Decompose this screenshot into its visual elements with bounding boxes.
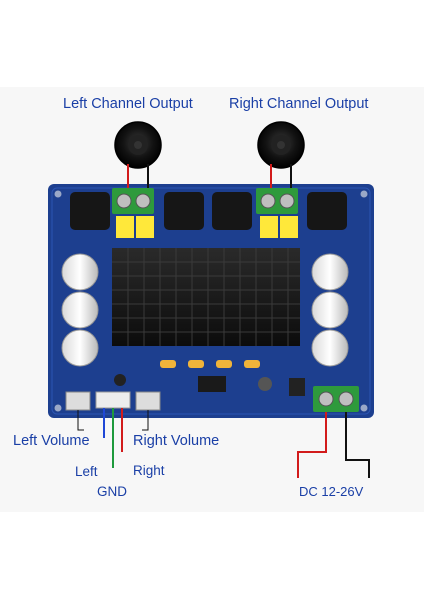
electrolytic-capacitors [61, 253, 349, 367]
input-section [65, 374, 161, 411]
input-wires [77, 408, 149, 468]
left-volume-label: Left Volume [13, 433, 90, 449]
left-channel-output-label: Left Channel Output [63, 96, 193, 112]
right-speaker-icon [257, 121, 305, 169]
inductors [70, 192, 347, 230]
dc-input-label: DC 12-26V [299, 484, 364, 499]
heatsink [112, 248, 300, 346]
dc-wires [297, 412, 370, 478]
film-capacitors [116, 216, 298, 238]
left-label: Left [75, 464, 98, 479]
right-label: Right [133, 463, 165, 478]
terminals [112, 188, 359, 412]
small-components [160, 360, 305, 396]
right-volume-label: Right Volume [133, 433, 220, 449]
left-speaker-icon [114, 121, 162, 169]
right-channel-output-label: Right Channel Output [229, 96, 369, 112]
gnd-label: GND [97, 484, 127, 499]
